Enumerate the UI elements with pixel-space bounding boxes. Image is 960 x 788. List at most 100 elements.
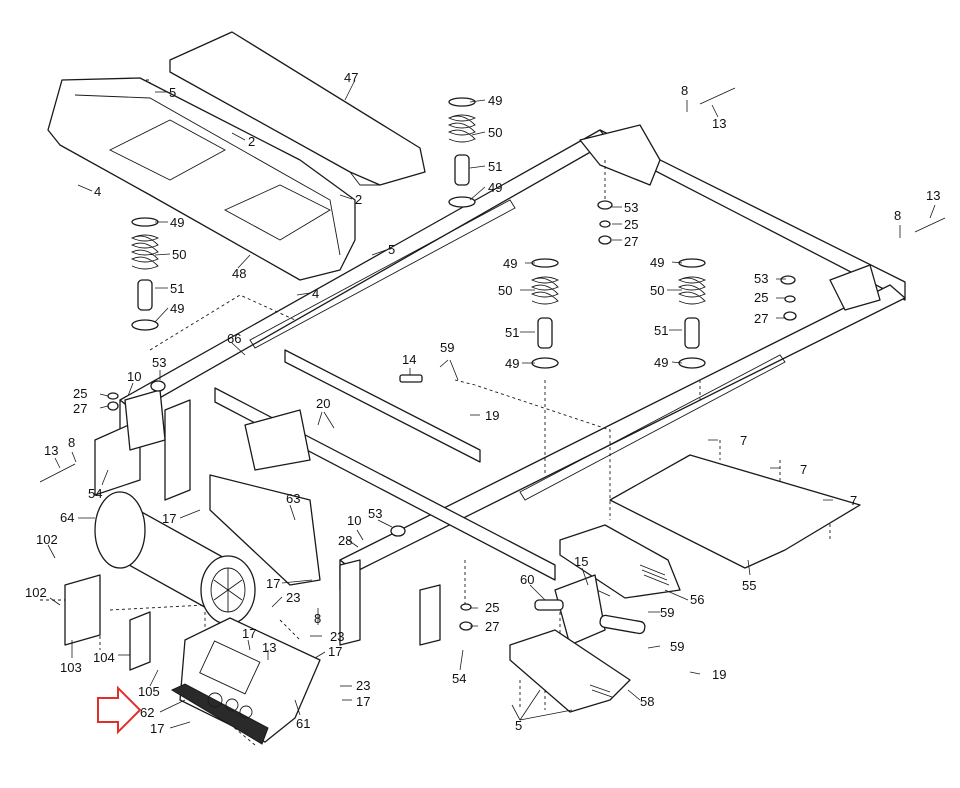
callout-2: 2 (248, 134, 255, 149)
callout-50: 50 (172, 247, 186, 262)
callout-62: 62 (140, 705, 154, 720)
callout-13: 13 (262, 640, 276, 655)
callout-13: 13 (926, 188, 940, 203)
callout-27: 27 (624, 234, 638, 249)
callout-49: 49 (654, 355, 668, 370)
motor-controller-board (170, 617, 321, 745)
callout-8: 8 (681, 83, 688, 98)
callout-17: 17 (150, 721, 164, 736)
callout-7: 7 (850, 493, 857, 508)
callout-5: 5 (388, 242, 395, 257)
callout-27: 27 (485, 619, 499, 634)
callout-leaders (47, 79, 936, 729)
callout-60: 60 (520, 572, 534, 587)
rear-endcap-left (509, 629, 631, 713)
arrow-right-icon (97, 685, 142, 735)
callout-5: 5 (515, 718, 522, 733)
callout-48: 48 (232, 266, 246, 281)
callout-49: 49 (170, 301, 184, 316)
callout-64: 64 (60, 510, 74, 525)
callout-51: 51 (170, 281, 184, 296)
callout-7: 7 (800, 462, 807, 477)
callout-61: 61 (296, 716, 310, 731)
callout-27: 27 (73, 401, 87, 416)
callout-10: 10 (347, 513, 361, 528)
frame-assembly (94, 124, 906, 646)
motor-hood-base (47, 77, 356, 281)
callout-23: 23 (286, 590, 300, 605)
callout-28: 28 (338, 533, 352, 548)
callout-25: 25 (754, 290, 768, 305)
callout-53: 53 (754, 271, 768, 286)
callout-55: 55 (742, 578, 756, 593)
callout-103: 103 (60, 660, 82, 675)
callout-66: 66 (227, 331, 241, 346)
callout-59: 59 (670, 639, 684, 654)
callout-49: 49 (505, 356, 519, 371)
callout-49: 49 (488, 93, 502, 108)
spring-stack-rear-right (677, 258, 707, 369)
callout-23: 23 (330, 629, 344, 644)
bolts (39, 87, 946, 597)
callout-labels: 47 5 2 4 2 48 5 4 49 50 51 49 49 50 51 4… (25, 70, 940, 736)
callout-17: 17 (356, 694, 370, 709)
callout-8: 8 (314, 611, 321, 626)
callout-104: 104 (93, 650, 115, 665)
callout-4: 4 (312, 286, 319, 301)
callout-102: 102 (25, 585, 47, 600)
callout-14: 14 (402, 352, 416, 367)
callout-23: 23 (356, 678, 370, 693)
callout-27: 27 (754, 311, 768, 326)
callout-102: 102 (36, 532, 58, 547)
callout-50: 50 (650, 283, 664, 298)
callout-17: 17 (328, 644, 342, 659)
callout-25: 25 (485, 600, 499, 615)
callout-49: 49 (650, 255, 664, 270)
spring-stack-rear-left (530, 258, 560, 369)
callout-59: 59 (440, 340, 454, 355)
callout-2: 2 (355, 192, 362, 207)
callout-13: 13 (712, 116, 726, 131)
callout-54: 54 (88, 486, 102, 501)
callout-49: 49 (488, 180, 502, 195)
callout-53: 53 (368, 506, 382, 521)
callout-50: 50 (488, 125, 502, 140)
callout-59: 59 (660, 605, 674, 620)
callout-51: 51 (654, 323, 668, 338)
callout-10: 10 (127, 369, 141, 384)
spring-stack-front-right (447, 97, 477, 208)
callout-17: 17 (242, 626, 256, 641)
rear-roller-assembly (534, 574, 646, 646)
callout-17: 17 (266, 576, 280, 591)
callout-54: 54 (452, 671, 466, 686)
callout-13: 13 (44, 443, 58, 458)
callout-51: 51 (488, 159, 502, 174)
callout-56: 56 (690, 592, 704, 607)
deck-plate (609, 454, 861, 569)
hood-cover (169, 31, 426, 186)
callout-50: 50 (498, 283, 512, 298)
spring-stack-front-left (130, 217, 160, 331)
drive-roller (94, 491, 256, 625)
callout-58: 58 (640, 694, 654, 709)
callout-47: 47 (344, 70, 358, 85)
callout-63: 63 (286, 491, 300, 506)
callout-51: 51 (505, 325, 519, 340)
callout-7: 7 (740, 433, 747, 448)
callout-15: 15 (574, 554, 588, 569)
rear-endcap-right (559, 524, 681, 599)
callout-53: 53 (152, 355, 166, 370)
callout-49: 49 (503, 256, 517, 271)
callout-8: 8 (894, 208, 901, 223)
callout-19: 19 (485, 408, 499, 423)
callout-25: 25 (73, 386, 87, 401)
callout-53: 53 (624, 200, 638, 215)
callout-5: 5 (169, 85, 176, 100)
callout-25: 25 (624, 217, 638, 232)
callout-49: 49 (170, 215, 184, 230)
control-boards-left (64, 574, 151, 671)
callout-20: 20 (316, 396, 330, 411)
callout-19: 19 (712, 667, 726, 682)
callout-8: 8 (68, 435, 75, 450)
